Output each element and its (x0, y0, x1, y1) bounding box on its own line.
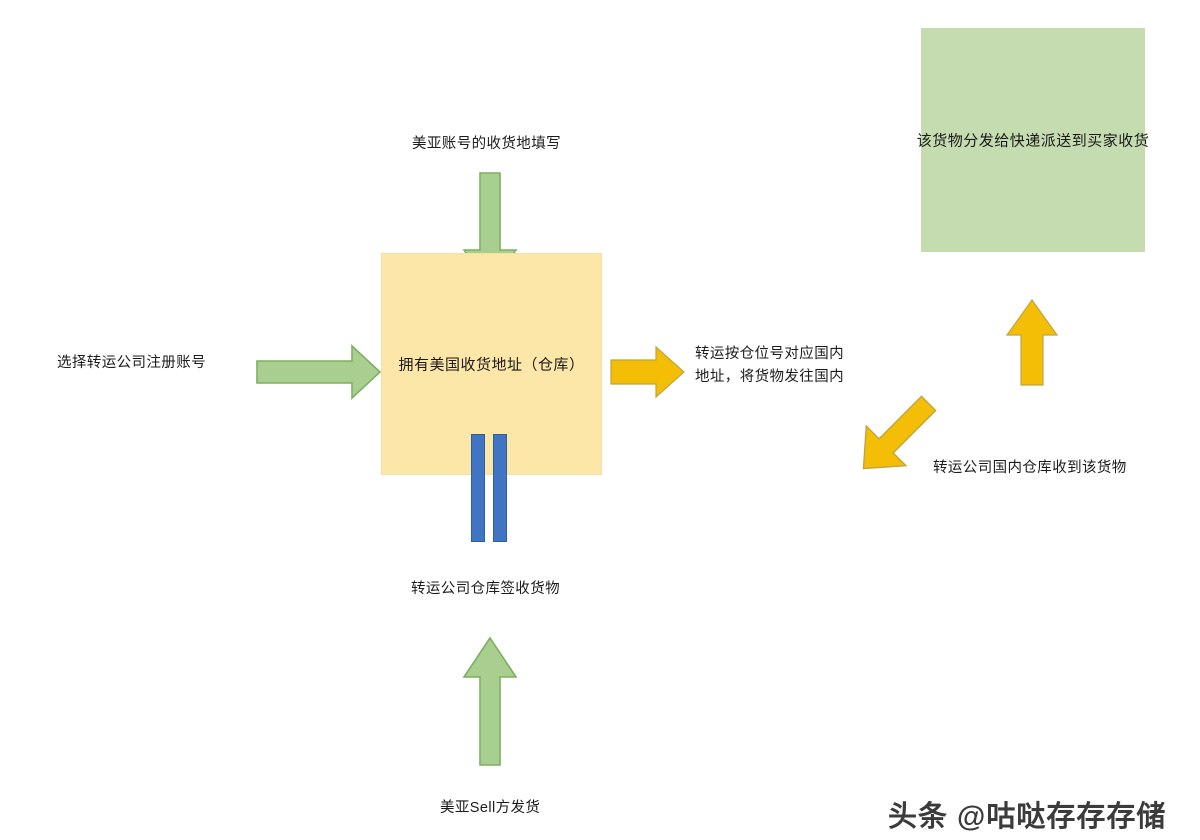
label-forwarder-warehouse-signed: 转运公司仓库签收货物 (411, 581, 560, 597)
label-domestic-warehouse-received: 转运公司国内仓库收到该货物 (933, 460, 1127, 476)
label-forwarder-domestic-route-line1: 转运按仓位号对应国内 (695, 346, 844, 362)
arrow-up-icon-yellow (1005, 298, 1059, 387)
arrow-right-icon-yellow (610, 345, 686, 399)
watermark: 头条 @咕哒存存存储 (888, 801, 1167, 833)
node-us-receiving-address-warehouse: 拥有美国收货地址（仓库） (381, 253, 602, 475)
arrow-right-icon-left (256, 344, 382, 400)
label-choose-forwarder-register: 选择转运公司注册账号 (57, 355, 206, 371)
node-us-receiving-address-warehouse-label: 拥有美国收货地址（仓库） (398, 356, 585, 374)
blue-bar-left (471, 434, 485, 542)
node-courier-delivery-to-buyer: 该货物分发给快递派送到买家收货 (917, 28, 1149, 252)
label-amazon-seller-ships: 美亚Sell方发货 (440, 800, 541, 816)
label-forwarder-domestic-route-line2: 地址，将货物发往国内 (695, 369, 844, 385)
blue-bar-right (493, 434, 507, 542)
node-courier-delivery-to-buyer-label: 该货物分发给快递派送到买家收货 (916, 132, 1150, 150)
arrow-down-right-icon-yellow (848, 388, 944, 484)
arrow-up-icon-bottom (462, 636, 518, 767)
label-amazon-account-shipping-address: 美亚账号的收货地填写 (412, 136, 561, 152)
